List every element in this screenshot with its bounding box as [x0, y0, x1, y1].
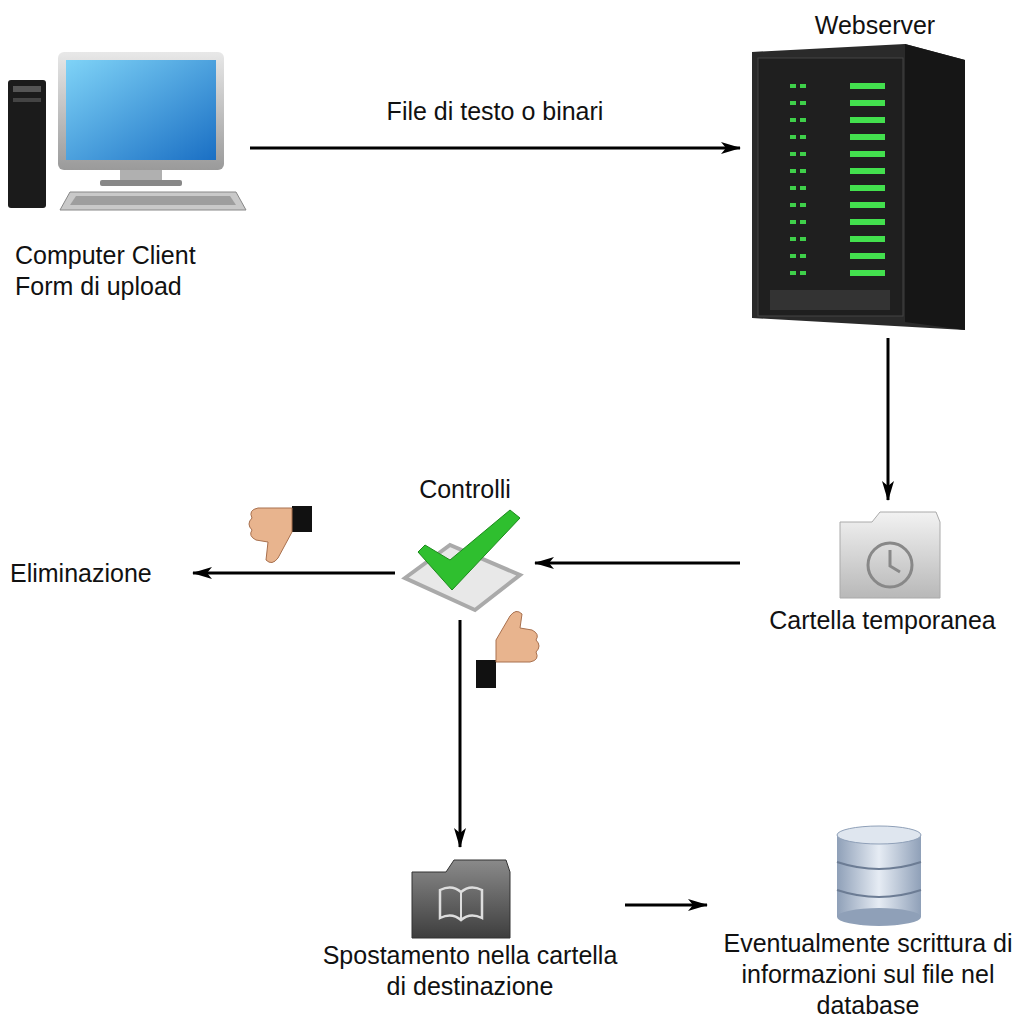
- temp-folder-icon: [840, 512, 940, 598]
- check-icon: [405, 510, 520, 610]
- check-node: Controlli: [400, 470, 530, 615]
- node-label: Cartella temporanea: [745, 605, 1020, 636]
- node-label: Controlli: [400, 474, 530, 505]
- arrow-connector: [887, 338, 890, 500]
- node-label: Eventualmente scrittura di informazioni …: [712, 928, 1024, 1021]
- database-node: Eventualmente scrittura di informazioni …: [712, 822, 1024, 1030]
- client-node: Computer Client Form di upload: [5, 50, 245, 315]
- arrow-connector: [535, 562, 740, 565]
- destination-node: Spostamento nella cartella di destinazio…: [320, 852, 620, 1007]
- node-label: Computer Client Form di upload: [15, 240, 243, 302]
- edge-label: File di testo o binari: [383, 96, 608, 126]
- node-label: Eliminazione: [10, 558, 188, 589]
- database-icon: [837, 826, 921, 926]
- node-label: Webserver: [785, 10, 965, 41]
- arrow-connector: [459, 620, 462, 847]
- destination-folder-icon: [412, 860, 510, 938]
- arrow-connector: [193, 572, 395, 575]
- thumbs-down-icon: [249, 506, 312, 563]
- temp-folder-node: Cartella temporanea: [745, 505, 1020, 645]
- server-node: Webserver: [745, 6, 970, 333]
- node-label: Spostamento nella cartella di destinazio…: [320, 940, 620, 1002]
- delete-node: Eliminazione: [8, 552, 188, 596]
- arrow-connector: [250, 147, 740, 150]
- computer-icon: [8, 52, 246, 210]
- server-icon: [752, 44, 965, 330]
- arrow-connector: [625, 904, 707, 907]
- thumbs-up-icon: [476, 611, 539, 688]
